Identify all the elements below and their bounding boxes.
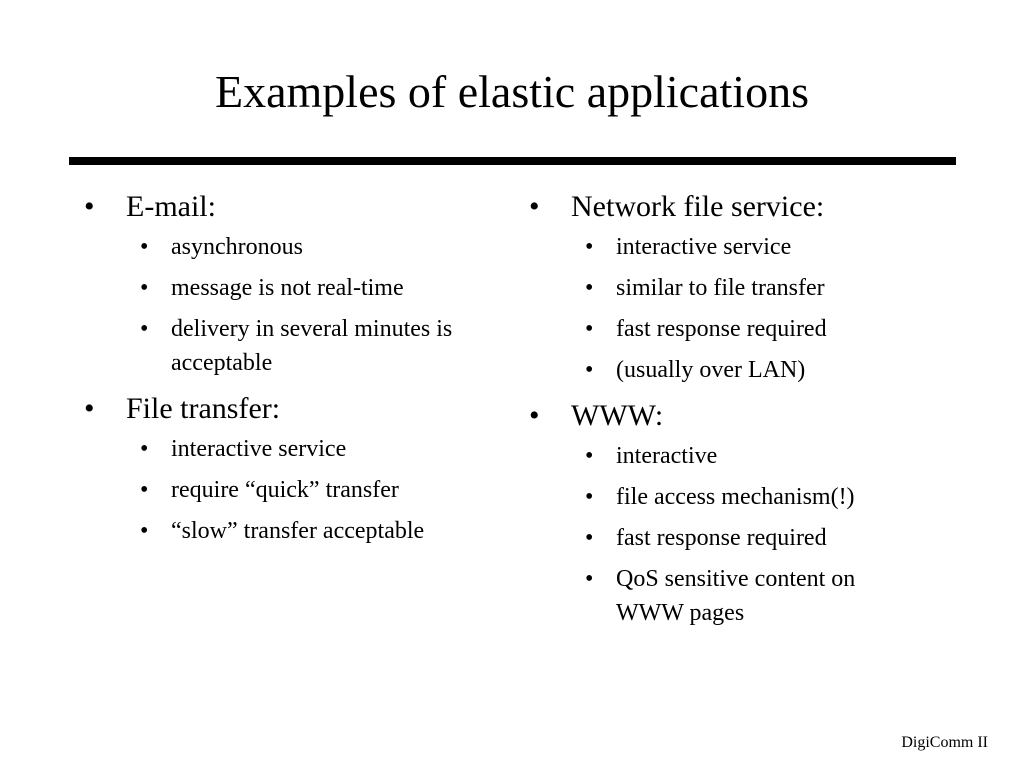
bullet-icon: • [585, 443, 594, 469]
bullet-icon: • [585, 525, 594, 551]
bullet-icon: • [529, 399, 540, 432]
footer-label: DigiComm II [901, 734, 988, 751]
bullet-heading: File transfer: [126, 392, 281, 425]
sub-bullet-text: (usually over LAN) [616, 357, 806, 383]
sub-bullet-text: similar to file transfer [616, 275, 825, 301]
bullet-icon: • [140, 477, 149, 503]
bullet-icon: • [140, 436, 149, 462]
sub-bullet-item: • require “quick” transfer [126, 473, 504, 507]
bullet-icon: • [585, 275, 594, 301]
bullet-icon: • [585, 316, 594, 342]
bullet-icon: • [585, 566, 594, 592]
sub-bullet-item: • similar to file transfer [571, 271, 929, 305]
sub-bullet-text: message is not real-time [171, 275, 404, 301]
sub-bullet-text: interactive service [171, 436, 347, 462]
bullet-icon: • [585, 234, 594, 260]
bullet-item-email: • E-mail: • asynchronous • message is not … [84, 190, 504, 380]
sub-bullet-item: • “slow” transfer acceptable [126, 514, 504, 548]
bullet-icon: • [84, 190, 95, 223]
sub-bullet-list: • interactive • file access mechanism(!) •… [571, 439, 929, 630]
slide-title: Examples of elastic applications [215, 66, 809, 117]
sub-bullet-item: • interactive [571, 439, 929, 473]
bullet-icon: • [140, 518, 149, 544]
title-divider [69, 157, 956, 165]
sub-bullet-text: interactive service [616, 234, 792, 260]
sub-bullet-list: • interactive service • require “quick” tr… [126, 432, 504, 548]
bullet-item-www: • WWW: • interactive • file access mechani… [529, 399, 929, 630]
bullet-icon: • [140, 234, 149, 260]
bullet-item-file-transfer: • File transfer: • interactive service • r… [84, 392, 504, 548]
sub-bullet-text: require “quick” transfer [171, 477, 399, 503]
sub-bullet-text: asynchronous [171, 234, 303, 260]
bullet-list: • Network file service: • interactive ser… [529, 190, 929, 630]
bullet-list: • E-mail: • asynchronous • message is not … [84, 190, 504, 548]
sub-bullet-text: QoS sensitive content on WWW pages [616, 566, 856, 626]
bullet-icon: • [585, 484, 594, 510]
sub-bullet-item: • file access mechanism(!) [571, 480, 929, 514]
sub-bullet-list: • interactive service • similar to file tr… [571, 230, 929, 387]
sub-bullet-item: • (usually over LAN) [571, 353, 929, 387]
sub-bullet-item: • message is not real-time [126, 271, 504, 305]
sub-bullet-item: • QoS sensitive content on WWW pages [571, 562, 916, 630]
sub-bullet-item: • interactive service [126, 432, 504, 466]
bullet-icon: • [140, 316, 149, 342]
bullet-icon: • [529, 190, 540, 223]
right-column: • Network file service: • interactive ser… [529, 190, 929, 642]
sub-bullet-text: fast response required [616, 316, 827, 342]
bullet-heading: WWW: [571, 399, 664, 432]
sub-bullet-item: • delivery in several minutes is acceptab… [126, 312, 501, 380]
sub-bullet-text: interactive [616, 443, 718, 469]
bullet-icon: • [585, 357, 594, 383]
sub-bullet-text: “slow” transfer acceptable [171, 518, 425, 544]
bullet-heading: E-mail: [126, 190, 216, 223]
bullet-icon: • [84, 392, 95, 425]
sub-bullet-item: • fast response required [571, 312, 929, 346]
sub-bullet-text: file access mechanism(!) [616, 484, 855, 510]
sub-bullet-text: delivery in several minutes is acceptabl… [171, 316, 453, 376]
sub-bullet-list: •asynchronous •message is not real-time … [126, 230, 504, 380]
sub-bullet-text: fast response required [616, 525, 827, 551]
sub-bullet-item: • fast response required [571, 521, 929, 555]
left-column: • E-mail: • asynchronous • message is not … [84, 190, 504, 560]
sub-bullet-item: • asynchronous [126, 230, 504, 264]
bullet-item-network-file-service: • Network file service: • interactive ser… [529, 190, 929, 387]
bullet-icon: • [140, 275, 149, 301]
sub-bullet-item: • interactive service [571, 230, 929, 264]
bullet-heading: Network file service: [571, 190, 825, 223]
